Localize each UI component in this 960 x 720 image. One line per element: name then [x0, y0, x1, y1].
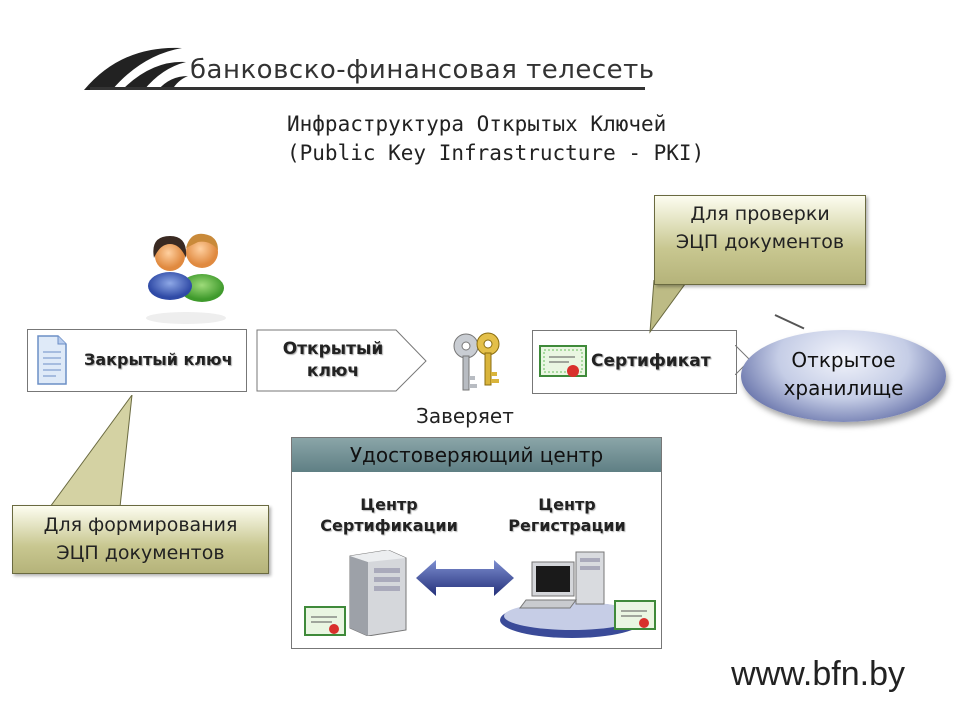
- public-key-label-line2: ключ: [306, 361, 360, 381]
- workstation-icon: [500, 551, 644, 638]
- open-storage-line1: Открытое: [791, 348, 896, 372]
- storage-pointer: [774, 314, 805, 330]
- public-key-arrow: [256, 329, 427, 392]
- create-callout-line2: ЭЦП документов: [56, 542, 225, 564]
- create-callout-line1: Для формирования: [43, 514, 238, 536]
- users-icon: [140, 228, 235, 328]
- open-storage-line2: хранилище: [783, 376, 904, 400]
- certificate-icon: [539, 345, 587, 377]
- logo: [82, 40, 192, 92]
- diagram-title-line2: (Public Key Infrastructure - PKI): [287, 141, 705, 165]
- verify-callout-tail: [649, 280, 689, 334]
- document-icon: [37, 335, 67, 385]
- cert-center-line1: Центр: [360, 495, 418, 514]
- certifies-label: Заверяет: [416, 404, 514, 428]
- header-rule: [90, 87, 645, 90]
- certificate-box: Сертификат: [532, 330, 737, 394]
- public-key-label-line1: Открытый: [282, 339, 384, 359]
- create-callout-tail: [49, 395, 133, 508]
- cert-center-line2: Сертификации: [320, 516, 458, 535]
- certificate-label: Сертификат: [591, 351, 711, 371]
- logo-icon: [84, 47, 188, 90]
- reg-center-label: Центр Регистрации: [492, 494, 642, 536]
- verify-callout: Для проверки ЭЦП документов: [654, 195, 866, 285]
- verify-callout-line1: Для проверки: [690, 203, 830, 225]
- certificate-icon: [304, 606, 346, 636]
- diagram-title-line1: Инфраструктура Открытых Ключей: [287, 112, 667, 136]
- ca-panel: Удостоверяющий центр Центр Сертификации …: [291, 437, 662, 649]
- reg-center-line1: Центр: [538, 495, 596, 514]
- create-callout: Для формирования ЭЦП документов: [12, 505, 269, 574]
- brand-name: банковско-финансовая телесеть: [190, 55, 655, 85]
- verify-callout-line2: ЭЦП документов: [675, 231, 845, 253]
- public-key-label: Открытый ключ: [270, 338, 396, 382]
- certificate-icon: [614, 600, 656, 630]
- server-icon: [349, 550, 407, 636]
- keys-icon: [444, 328, 524, 398]
- private-key-box: Закрытый ключ: [27, 329, 247, 392]
- cert-center-label: Центр Сертификации: [314, 494, 464, 536]
- private-key-label: Закрытый ключ: [84, 350, 233, 369]
- ca-panel-title: Удостоверяющий центр: [292, 438, 661, 472]
- footer-url: www.bfn.by: [731, 655, 905, 693]
- exchange-arrow: [416, 560, 514, 596]
- open-storage: Открытое хранилище: [741, 330, 946, 422]
- reg-center-line2: Регистрации: [508, 516, 626, 535]
